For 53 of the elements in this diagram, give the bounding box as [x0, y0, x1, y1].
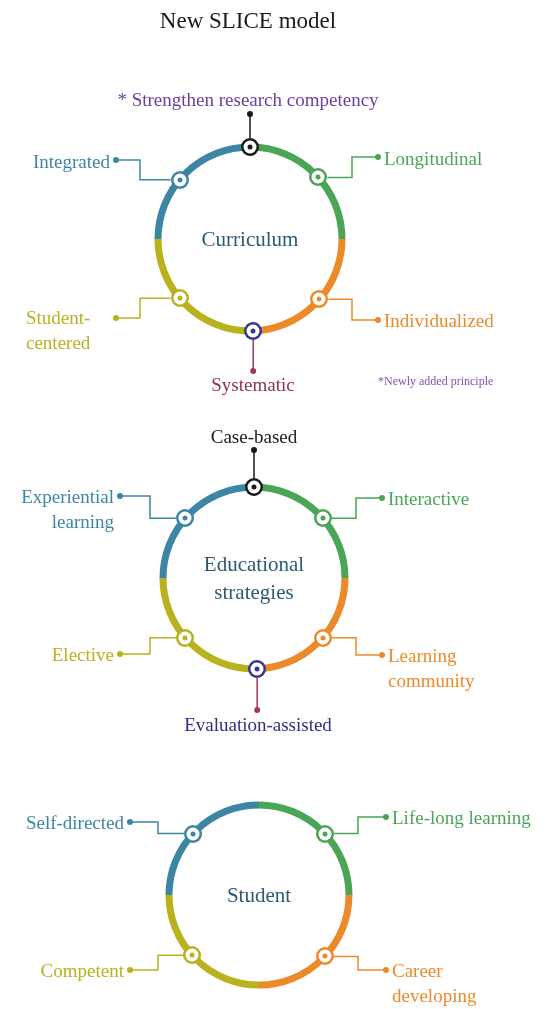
leader-line	[113, 297, 172, 321]
leader-line	[251, 447, 257, 479]
leader-line	[333, 814, 389, 835]
principle-label: Career developing	[392, 959, 478, 1008]
leader-line	[326, 154, 381, 179]
ring-node-marker	[245, 478, 263, 496]
principle-label: Self-directed	[24, 810, 124, 835]
leader-line	[113, 157, 172, 181]
principle-label: Elective	[50, 642, 114, 667]
principle-label: Competent	[39, 958, 124, 983]
principle-label: Integrated	[32, 149, 110, 174]
principle-label: Learning community	[388, 644, 476, 693]
leader-line	[247, 111, 253, 139]
leader-line	[117, 636, 178, 657]
principle-label: Evaluation-assisted	[183, 712, 333, 737]
leader-line	[250, 339, 257, 374]
ring-node-marker	[241, 138, 259, 156]
ring-node-marker	[315, 824, 334, 843]
footnote: *Newly added principle	[378, 373, 494, 389]
ring-title: Curriculum	[201, 226, 299, 253]
ring-node-marker	[313, 628, 332, 647]
principle-label: Individualized	[384, 308, 495, 333]
leader-line	[327, 298, 381, 323]
ring-node-marker	[183, 946, 202, 965]
diagram-title: New SLICE model	[158, 7, 338, 35]
principle-label: Case-based	[209, 424, 299, 449]
leader-line	[127, 954, 184, 973]
leader-line	[333, 955, 389, 973]
ring-node-marker	[176, 509, 195, 528]
ring-node-marker	[184, 824, 203, 843]
principle-label: Life-long learning	[392, 805, 532, 830]
leader-line	[127, 819, 185, 835]
principle-label: Student-centered	[26, 306, 92, 355]
principle-label: Experiential learning	[20, 485, 114, 534]
ring-node-marker	[244, 321, 263, 340]
ring-title: Educational strategies	[202, 551, 306, 606]
ring-node-marker	[313, 509, 332, 528]
ring-node-marker	[170, 170, 189, 189]
ring-title: Student	[226, 882, 292, 909]
leader-line	[254, 677, 261, 713]
ring-node-marker	[170, 289, 189, 308]
principle-label: * Strengthen research competency	[116, 87, 380, 112]
principle-label: Interactive	[388, 486, 471, 511]
leader-line	[330, 495, 385, 520]
principle-label: Longitudinal	[384, 146, 484, 171]
ring-node-marker	[309, 168, 328, 187]
leader-line	[330, 636, 385, 658]
ring-node-marker	[315, 947, 334, 966]
leader-line	[117, 493, 178, 520]
principle-label: Systematic	[210, 372, 296, 397]
ring-node-marker	[176, 628, 195, 647]
ring-node-marker	[310, 290, 329, 309]
ring-node-marker	[248, 659, 267, 678]
